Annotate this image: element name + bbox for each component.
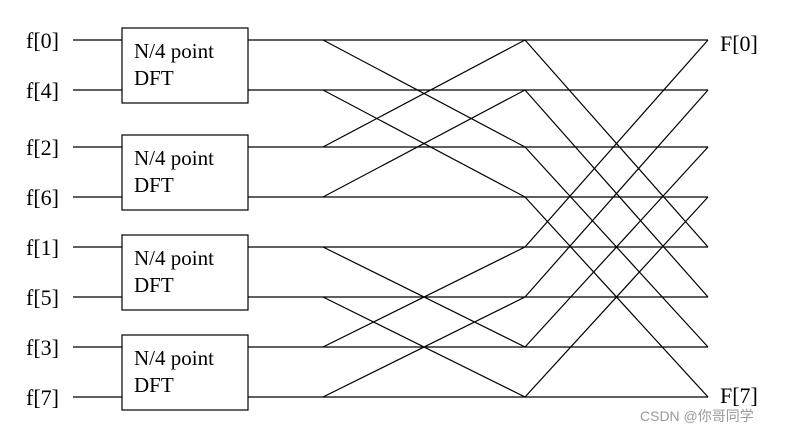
dft-block-rect [121,334,249,411]
input-label-3: f[6] [26,185,59,210]
butterfly-wires [73,39,709,398]
input-label-6: f[3] [26,335,59,360]
output-label-first: F[0] [720,31,758,56]
dft-block-rect [121,27,249,104]
dft-block-label-line1: N/4 point [134,39,214,63]
dft-block-label-line2: DFT [134,273,174,297]
input-label-4: f[1] [26,235,59,260]
input-label-2: f[2] [26,135,59,160]
dft-block-label-line1: N/4 point [134,346,214,370]
stage1-wire-6 [322,89,526,198]
dft-block-rect [121,234,249,311]
dft-block-rect [121,134,249,211]
dft-block-label-line2: DFT [134,373,174,397]
stage2-wire-10 [524,89,709,298]
dft-block-label-line2: DFT [134,173,174,197]
output-label-last: F[7] [720,383,758,408]
input-label-0: f[0] [26,28,59,53]
stage1-wire-4 [322,39,526,148]
stage2-wire-8 [524,39,709,248]
watermark: CSDN @你哥同学 [640,408,754,424]
dft-block-label-line1: N/4 point [134,146,214,170]
stage1-wire-12 [322,246,526,348]
stage2-wire-12 [524,146,709,348]
dft-block-label-line2: DFT [134,66,174,90]
input-label-5: f[5] [26,285,59,310]
input-label-1: f[4] [26,78,59,103]
io-labels: f[0] f[4] f[2] f[6] f[1] f[5] f[3] f[7] [26,28,59,410]
stage2-wire-14 [524,196,709,398]
dft-block-label-line1: N/4 point [134,246,214,270]
input-label-7: f[7] [26,385,59,410]
stage1-wire-14 [322,296,526,398]
